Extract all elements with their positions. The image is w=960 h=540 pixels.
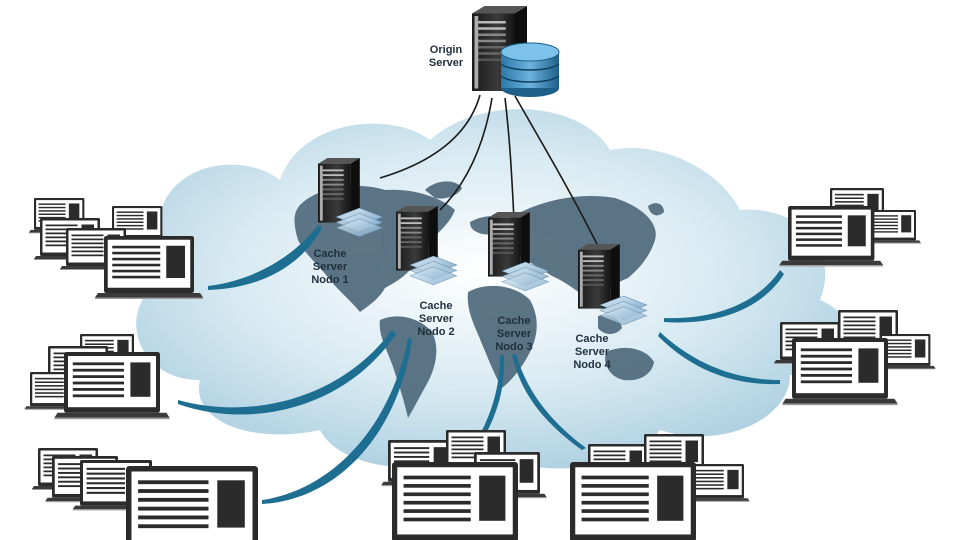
laptop-icon xyxy=(379,462,531,540)
cache-node-2-label: Cache Server Nodo 2 xyxy=(417,300,455,338)
client-group-top-right xyxy=(779,188,921,267)
origin-links xyxy=(379,94,601,251)
laptop-icon xyxy=(54,352,170,420)
database-icon xyxy=(500,42,560,97)
laptop-icon xyxy=(557,462,709,540)
cache-node-1-label: Cache Server Nodo 1 xyxy=(311,248,349,286)
laptop-icon xyxy=(95,236,203,299)
client-group-mid-right xyxy=(774,310,936,406)
laptop-icon xyxy=(782,338,898,406)
client-group-bottom-left xyxy=(32,448,272,540)
cache-node-4-label: Cache Server Nodo 4 xyxy=(573,333,611,371)
origin-server-label: Origin Server xyxy=(428,44,464,69)
laptop-icon xyxy=(779,206,884,267)
cache-node-3-label: Cache Server Nodo 3 xyxy=(495,315,533,353)
laptop-icon xyxy=(112,466,272,540)
client-links xyxy=(178,225,784,504)
cache-server-4-icon xyxy=(578,244,620,309)
